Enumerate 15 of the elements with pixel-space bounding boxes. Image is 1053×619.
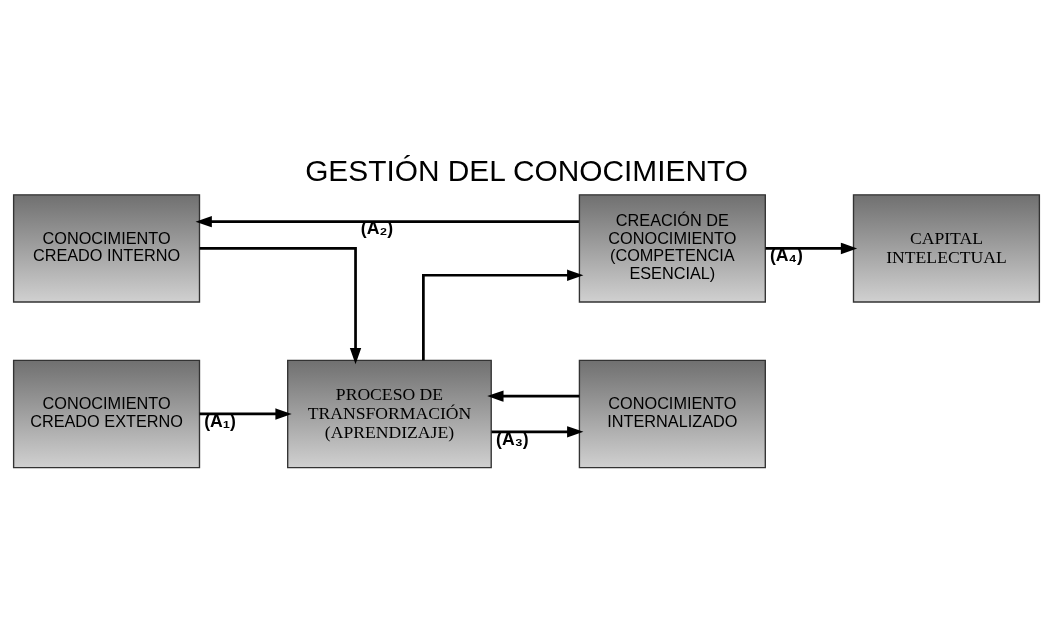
node-box: PROCESO DE TRANSFORMACIÓN (APRENDIZAJE) [287,359,492,469]
node-box: CONOCIMIENTO CREADO INTERNO [12,194,201,303]
arrow [195,215,579,228]
arrow [199,247,362,365]
arrow [422,269,584,361]
diagram-title: GESTIÓN DEL CONOCIMIENTO [305,153,748,187]
node-box: CONOCIMIENTO CREADO EXTERNO [12,359,201,469]
node-box: CONOCIMIENTO INTERNALIZADO [578,359,766,469]
arrow [765,242,858,255]
node-box: CREACIÓN DE CONOCIMIENTO (COMPETENCIA ESENCIAL) [578,194,766,303]
arrow [491,426,584,438]
arrow [487,390,580,402]
arrow [199,408,292,420]
node-box: CAPITAL INTELECTUAL [852,194,1041,303]
edge-label: (A₃) [496,428,529,449]
